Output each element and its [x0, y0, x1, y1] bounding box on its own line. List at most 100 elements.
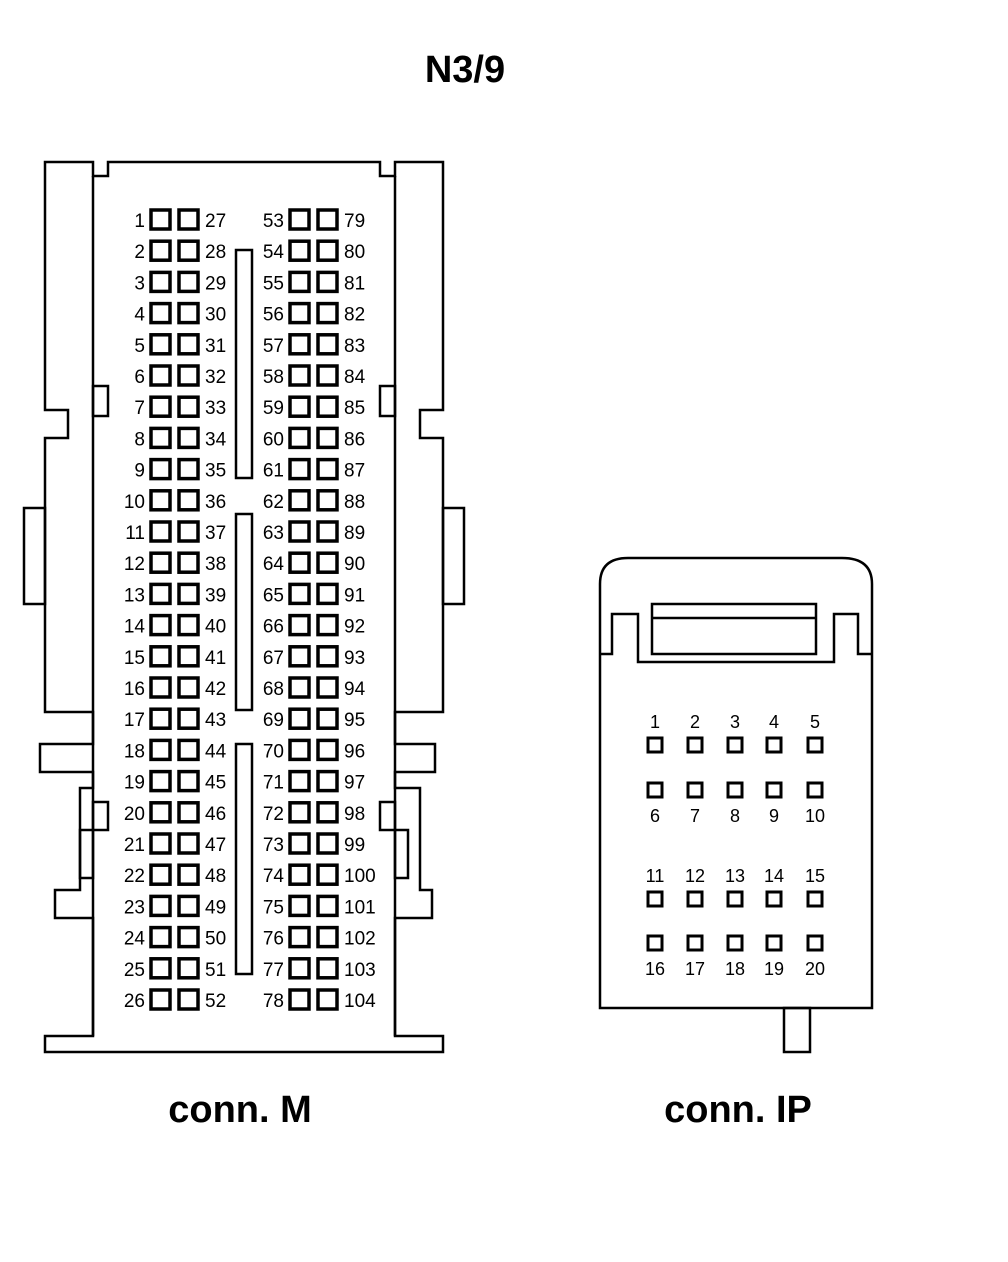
connector-m-pin-36 [177, 489, 200, 512]
connector-m-pin-label: 45 [205, 773, 226, 794]
connector-m-pin-1 [149, 208, 172, 231]
connector-m-pin-label: 59 [263, 398, 284, 419]
connector-m-pin-label: 82 [344, 305, 365, 326]
connector-m-pin-label: 94 [344, 679, 366, 700]
connector-m-pin-label: 89 [344, 523, 365, 544]
connector-m-pin-92 [316, 613, 339, 637]
connector-ip-pin-label: 6 [650, 806, 660, 826]
connector-m-pin-85 [316, 395, 339, 418]
connector-m-pin-label: 12 [124, 554, 145, 575]
connector-m-pin-81 [316, 270, 339, 294]
connector-ip-pin-label: 8 [730, 806, 740, 826]
connector-m-pin-label: 77 [263, 960, 284, 981]
connector-ip-pin-label: 7 [690, 806, 700, 826]
connector-m-pin-label: 102 [344, 929, 376, 950]
connector-ip-pin-11 [646, 890, 664, 908]
connector-m-pin-64 [288, 551, 311, 574]
connector-m-pin-2 [149, 239, 172, 262]
connector-m-pin-32 [177, 364, 200, 387]
connector-m-pin-label: 63 [263, 523, 284, 544]
connector-m-pin-label: 2 [134, 242, 145, 263]
connector-ip-pin-label: 5 [810, 712, 820, 732]
connector-ip-pin-label: 2 [690, 712, 700, 732]
connector-m-pin-label: 13 [124, 585, 145, 606]
connector-m-pin-label: 92 [344, 617, 365, 638]
connector-m-pin-label: 56 [263, 305, 284, 326]
connector-ip-pin-14 [765, 890, 783, 908]
connector-m-pin-45 [177, 769, 200, 793]
connector-m-pin-label: 54 [263, 242, 285, 263]
connector-m-pin-46 [177, 801, 200, 824]
connector-ip-caption: conn. IP [664, 1089, 812, 1131]
connector-m-pin-104 [316, 988, 339, 1011]
connector-ip-pin-16 [646, 934, 664, 952]
connector-m-pin-label: 32 [205, 367, 226, 388]
connector-m-pin-26 [149, 988, 172, 1011]
connector-m-pin-label: 103 [344, 960, 376, 981]
connector-m-pin-label: 53 [263, 211, 284, 232]
connector-m-pin-label: 14 [124, 617, 146, 638]
connector-m-pin-83 [316, 333, 339, 356]
connector-m-pin-label: 57 [263, 336, 284, 357]
connector-m-pin-label: 6 [134, 367, 145, 388]
connector-m-pin-label: 3 [134, 273, 145, 294]
connector-m-pin-76 [288, 925, 311, 949]
connector-m-pin-label: 18 [124, 741, 145, 762]
connector-m-pin-37 [177, 520, 200, 543]
connector-m-pin-label: 93 [344, 648, 365, 669]
connector-ip-pin-label: 11 [646, 866, 665, 886]
connector-m-pin-60 [288, 426, 311, 450]
connector-m-pin-label: 33 [205, 398, 226, 419]
connector-m-pin-86 [316, 426, 339, 450]
connector-ip-pin-label: 12 [685, 866, 705, 886]
connector-m-pin-label: 61 [263, 461, 284, 482]
connector-m-pin-label: 65 [263, 585, 284, 606]
connector-m-pin-label: 50 [205, 929, 226, 950]
connector-m-pin-label: 76 [263, 929, 284, 950]
connector-m-pin-label: 87 [344, 461, 365, 482]
connector-m-pin-31 [177, 333, 200, 356]
connector-m-pin-label: 98 [344, 804, 365, 825]
connector-m-pin-75 [288, 894, 311, 918]
connector-m-pin-label: 84 [344, 367, 366, 388]
connector-m-pin-84 [316, 364, 339, 387]
connector-m-pin-label: 9 [134, 461, 145, 482]
connector-ip-pin-label: 15 [805, 866, 825, 886]
connector-ip-pin-9 [765, 781, 783, 799]
connector-m-pin-38 [177, 551, 200, 574]
connector-m-pin-3 [149, 270, 172, 294]
connector-ip-pin-label: 1 [650, 712, 660, 732]
connector-ip-pin-2 [686, 736, 704, 754]
connector-m-pin-label: 46 [205, 804, 226, 825]
connector-m-pin-20 [149, 801, 172, 824]
connector-m-pin-63 [288, 520, 311, 543]
connector-m-pin-35 [177, 457, 200, 481]
connector-m-pin-label: 69 [263, 710, 284, 731]
connector-m-pin-51 [177, 957, 200, 980]
connector-m-pin-label: 49 [205, 897, 226, 918]
connector-m-pin-label: 79 [344, 211, 365, 232]
connector-m-pin-label: 5 [134, 336, 145, 357]
connector-m-pin-44 [177, 738, 200, 762]
connector-m-pin-label: 48 [205, 866, 226, 887]
connector-m-pin-27 [177, 208, 200, 231]
connector-m-pin-30 [177, 301, 200, 325]
connector-m-pin-95 [316, 707, 339, 730]
connector-m-pin-24 [149, 925, 172, 949]
connector-ip-pin-5 [806, 736, 824, 754]
connector-m-pin-label: 15 [124, 648, 145, 669]
connector-m-pin-label: 100 [344, 866, 376, 887]
connector-m-pin-label: 20 [124, 804, 145, 825]
connector-m-pin-29 [177, 270, 200, 294]
connector-ip-pin-label: 18 [725, 959, 745, 979]
connector-m-pin-93 [316, 645, 339, 668]
connector-m-pin-label: 25 [124, 960, 145, 981]
connector-m-pin-68 [288, 676, 311, 699]
connector-m-pin-label: 19 [124, 773, 145, 794]
connector-m-pin-label: 34 [205, 429, 227, 450]
connector-ip-pin-15 [806, 890, 824, 908]
connector-m-pin-23 [149, 894, 172, 918]
connector-m-pin-label: 40 [205, 617, 226, 638]
